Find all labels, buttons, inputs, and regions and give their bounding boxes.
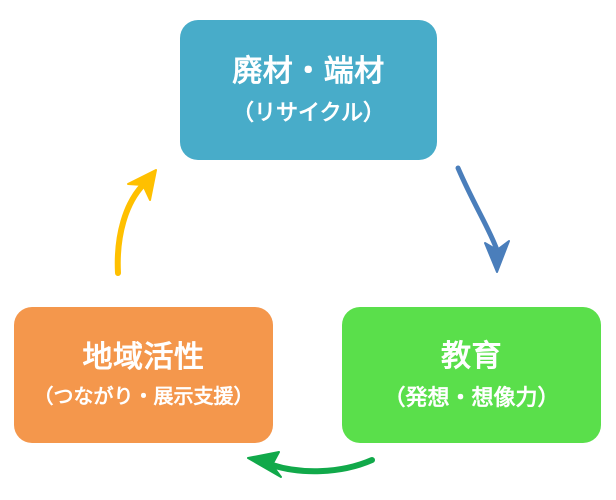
node-community[interactable]: 地域活性 （つながり・展示支援）: [14, 307, 273, 443]
arrow-recycle-to-education: [455, 165, 510, 273]
node-recycle[interactable]: 廃材・端材 （リサイクル）: [180, 20, 437, 160]
arrow-community-to-recycle: [114, 169, 157, 276]
node-community-subtitle: （つながり・展示支援）: [33, 385, 254, 408]
node-education-subtitle: （発想・想像力）: [383, 384, 560, 410]
node-community-title: 地域活性: [82, 341, 205, 375]
node-education[interactable]: 教育 （発想・想像力）: [342, 307, 601, 443]
arrow-education-to-community: [247, 451, 375, 478]
node-recycle-title: 廃材・端材: [232, 55, 385, 89]
node-education-title: 教育: [441, 340, 502, 374]
node-recycle-subtitle: （リサイクル）: [232, 99, 385, 125]
